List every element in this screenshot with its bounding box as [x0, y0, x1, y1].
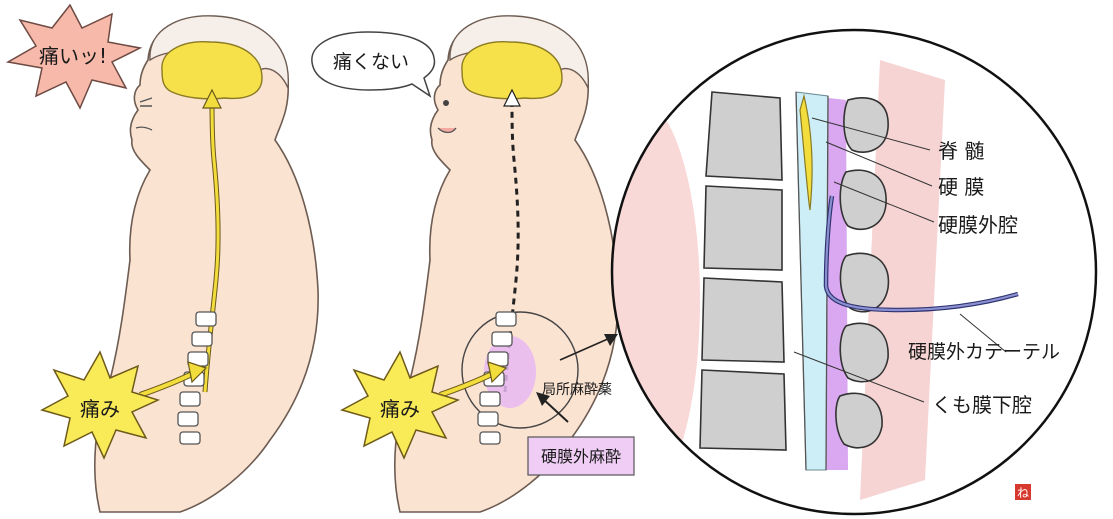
spine-detail-view — [580, 30, 1096, 514]
speech-text: 痛くない — [333, 51, 409, 73]
left-figure — [95, 16, 318, 512]
burst-top-text: 痛いッ! — [39, 44, 107, 68]
procedure-box: 硬膜外麻酔 — [528, 437, 634, 475]
speech-bubble: 痛くない — [312, 32, 435, 96]
label-epidural-space: 硬膜外腔 — [938, 213, 1018, 237]
left-pain-burst-top: 痛いッ! — [8, 5, 140, 108]
label-subarachnoid-space: くも膜下腔 — [932, 393, 1032, 417]
stamp-text: ね — [1017, 486, 1029, 500]
artist-stamp: ね — [1015, 484, 1031, 500]
label-spinal-cord: 脊 髄 — [938, 139, 984, 163]
drug-label: 局所麻酔薬 — [542, 382, 612, 398]
label-dura-mater: 硬 膜 — [938, 175, 984, 199]
burst-bottom-text: 痛み — [380, 397, 420, 421]
label-epidural-catheter: 硬膜外カテーテル — [908, 341, 1060, 363]
burst-bottom-text: 痛み — [80, 397, 120, 421]
middle-open-eye — [443, 100, 449, 106]
procedure-label: 硬膜外麻酔 — [541, 447, 621, 466]
